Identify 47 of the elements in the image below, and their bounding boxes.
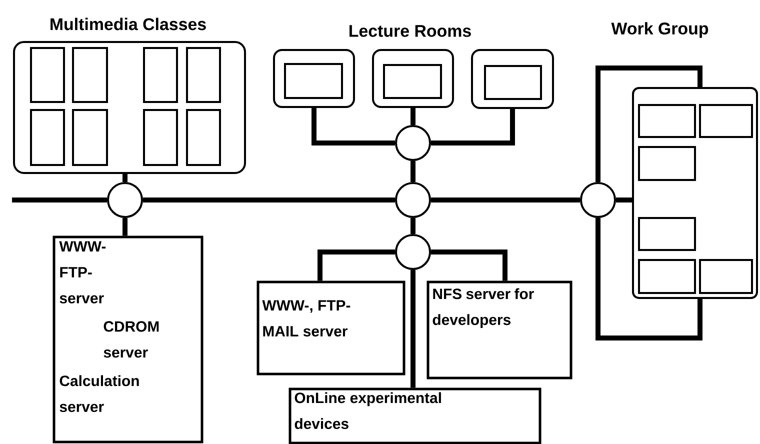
- cable-line: [318, 250, 395, 281]
- server-label: NFS server for developers: [432, 288, 534, 328]
- desk-box: [638, 104, 696, 138]
- desk-box: [143, 47, 178, 103]
- cable-line: [431, 109, 515, 146]
- server-label: WWW- FTP- server: [59, 241, 106, 304]
- cable-line: [143, 198, 395, 202]
- desk-box: [186, 47, 221, 103]
- desk-box: [30, 47, 65, 103]
- server-label: Calculation server: [60, 375, 139, 412]
- hub-circle: [395, 182, 431, 218]
- cable-line: [596, 66, 702, 182]
- cable-line: [596, 218, 702, 340]
- desk-box: [383, 64, 442, 99]
- hub-circle: [580, 182, 616, 218]
- cable-line: [410, 218, 416, 234]
- desk-box: [72, 109, 108, 166]
- server-label: CDROM server: [104, 321, 159, 358]
- heading: Lecture Rooms: [350, 25, 471, 37]
- server-label: WWW-, FTP- MAIL server: [262, 300, 350, 337]
- desk-box: [638, 146, 696, 181]
- desk-box: [699, 104, 753, 138]
- desk-box: [143, 109, 178, 166]
- desk-box: [186, 109, 221, 166]
- hub-circle: [395, 125, 431, 161]
- desk-box: [484, 65, 542, 100]
- server-label: OnLine experimental devices: [294, 392, 441, 430]
- hub-circle: [107, 182, 143, 218]
- desk-box: [30, 109, 65, 166]
- desk-box: [699, 259, 753, 294]
- cable-line: [122, 218, 128, 236]
- cable-line: [12, 198, 107, 202]
- cable-line: [431, 250, 508, 281]
- desk-box: [72, 47, 108, 103]
- cable-line: [410, 270, 416, 388]
- desk-box: [638, 259, 696, 294]
- cable-line: [312, 108, 395, 146]
- cable-line: [616, 198, 632, 202]
- desk-box: [284, 63, 343, 99]
- hub-circle: [395, 234, 431, 270]
- cable-line: [431, 198, 580, 202]
- cable-line: [410, 161, 416, 182]
- group-heading: Multimedia Classes: [50, 18, 206, 30]
- cable-line: [410, 108, 416, 125]
- cable-line: [122, 174, 128, 182]
- group-heading: Work Group: [611, 22, 708, 38]
- desk-box: [638, 217, 696, 251]
